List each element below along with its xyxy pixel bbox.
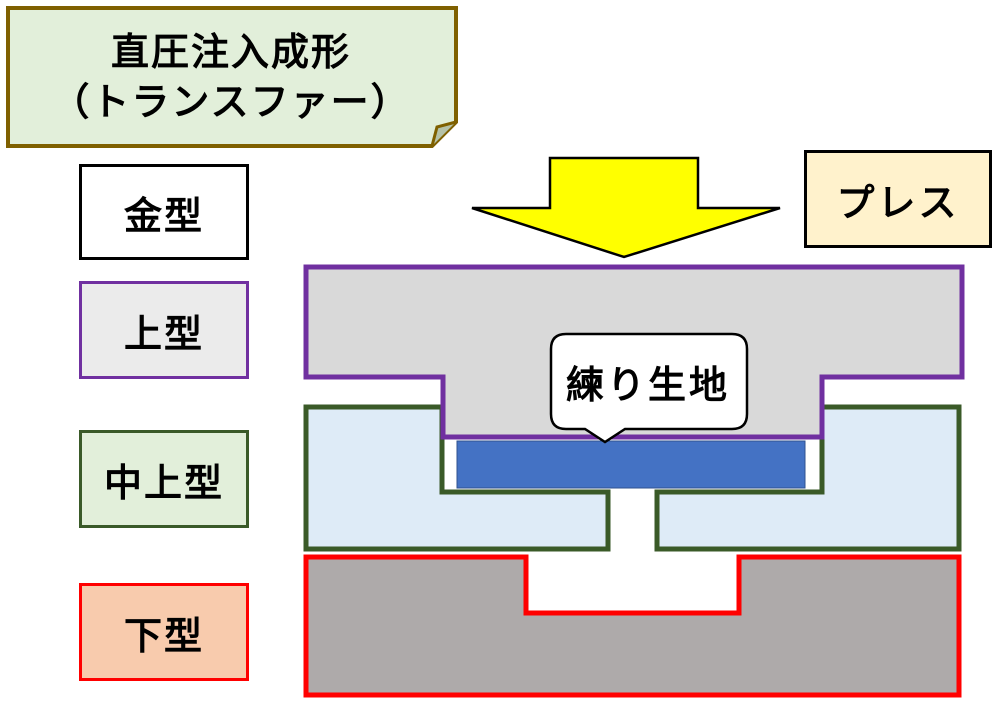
title-box-fold [430,120,457,147]
legend-middle-upper-mold: 中上型 [79,430,249,528]
title-text: 直圧注入成形 （トランスファー） [8,8,454,146]
title-box: 直圧注入成形 （トランスファー） [0,0,470,160]
title-line-2: （トランスファー） [51,80,411,124]
legend-mold: 金型 [79,164,249,260]
dough-block [456,440,806,489]
callout-label: 練り生地 [565,362,730,407]
callout-bubble [549,332,749,444]
middle-upper-mold-right [654,404,962,552]
legend-lower-mold: 下型 [79,583,249,681]
title-box-shape [6,6,458,148]
press-label-box: プレス [804,150,992,248]
lower-mold [303,554,962,698]
legend-upper-mold: 上型 [79,281,249,379]
title-line-1: 直圧注入成形 [110,30,351,74]
press-arrow-icon [471,156,781,259]
